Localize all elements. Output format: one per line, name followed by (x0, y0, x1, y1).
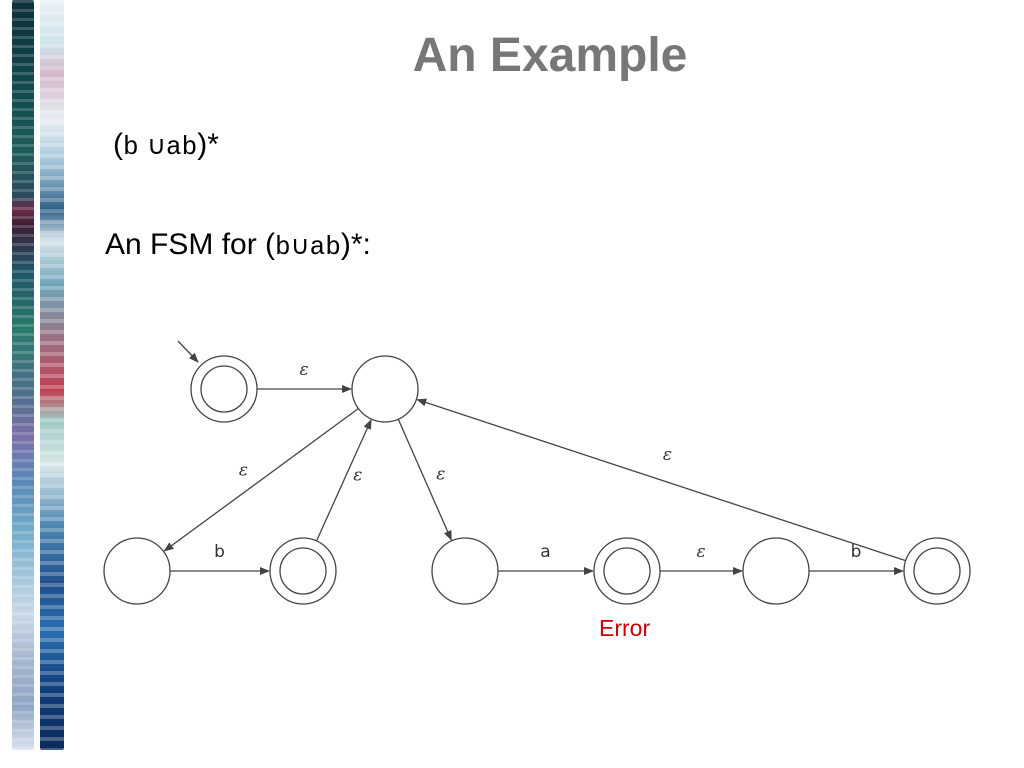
expr-close-star: )* (197, 128, 219, 161)
regex-expression: (b ∪ab)* (113, 128, 219, 162)
transition-label-s1-s2: ε (239, 461, 248, 481)
state-s4 (431, 537, 499, 605)
accepting-ring (913, 547, 961, 595)
start-arrow (177, 340, 199, 363)
decorative-strip-right (40, 0, 64, 750)
transition-s1-s4 (397, 418, 452, 541)
transition-label-s5-s6: ε (696, 542, 705, 562)
state-s1 (351, 355, 419, 423)
state-circle (351, 355, 419, 423)
accepting-ring (279, 547, 327, 595)
accepting-ring (200, 365, 248, 413)
caption-ab: ab (309, 232, 341, 262)
state-s0 (177, 340, 258, 423)
caption-union-symbol: ∪ (290, 231, 310, 261)
state-s2 (103, 537, 171, 605)
error-annotation: Error (599, 615, 651, 641)
caption-suffix: )*: (340, 228, 371, 261)
decorative-strip-left (12, 0, 34, 750)
transition-label-s2-s3: b (214, 542, 225, 562)
expr-open-paren: ( (113, 128, 123, 161)
transition-label-s3-s1: ε (353, 465, 362, 485)
state-circle (431, 537, 499, 605)
state-s7 (903, 537, 971, 605)
transition-label-s6-s7: b (851, 542, 862, 562)
transition-label-s7-s1: ε (663, 445, 672, 465)
transition-s1-s2 (163, 408, 359, 552)
fsm-caption: An FSM for (b∪ab)*: (105, 228, 371, 262)
transition-label-s0-s1: ε (299, 360, 308, 380)
transition-s7-s1 (416, 398, 906, 562)
slide-title: An Example (412, 29, 688, 82)
expr-union-symbol: ∪ (146, 131, 166, 161)
caption-b: b (275, 232, 291, 262)
caption-prefix: An FSM for ( (105, 228, 276, 261)
state-s6 (742, 537, 810, 605)
transition-label-s4-s5: a (540, 542, 550, 562)
transition-label-s1-s4: ε (436, 465, 445, 485)
expr-b: b (123, 132, 139, 162)
accepting-ring (603, 547, 651, 595)
state-s5 (593, 537, 661, 605)
state-s3 (269, 537, 337, 605)
state-circle (742, 537, 810, 605)
state-circle (103, 537, 171, 605)
transition-s3-s1 (315, 419, 372, 542)
expr-ab: ab (165, 132, 198, 162)
